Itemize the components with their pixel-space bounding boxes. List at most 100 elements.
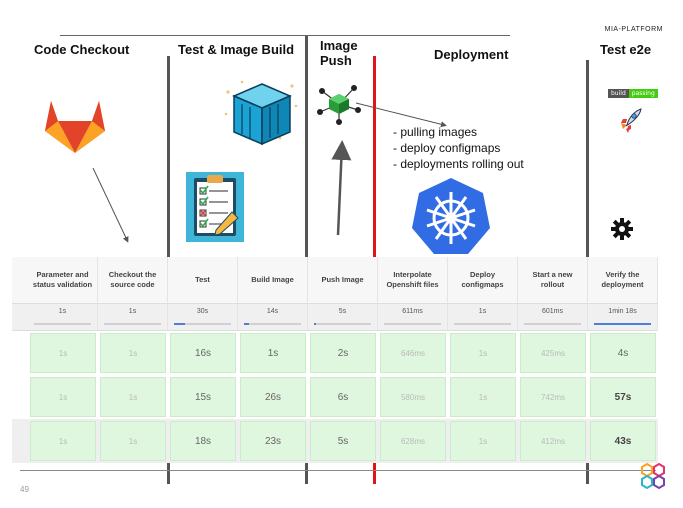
section-title-image-push-line2: Push bbox=[320, 53, 352, 68]
stage-average-time: 14s bbox=[266, 308, 279, 315]
stage-run-cell[interactable]: 742ms bbox=[520, 377, 586, 417]
gear-icon bbox=[610, 217, 634, 246]
stage-header[interactable]: Build Image bbox=[238, 257, 308, 303]
stage-run-cell[interactable]: 1s bbox=[450, 421, 516, 461]
stage-run-cell[interactable]: 6s bbox=[310, 377, 376, 417]
stage-run-cell[interactable]: 1s bbox=[30, 421, 96, 461]
docker-container-icon bbox=[222, 78, 302, 155]
rocket-icon bbox=[619, 107, 643, 138]
stage-average-bar bbox=[104, 323, 161, 325]
stage-average-bar bbox=[244, 323, 301, 325]
stage-run-cell[interactable]: 18s bbox=[170, 421, 236, 461]
section-title-image-push-line1: Image bbox=[320, 38, 358, 53]
stage-header[interactable]: Interpolate Openshift files bbox=[378, 257, 448, 303]
stage-run-cell[interactable]: 16s bbox=[170, 333, 236, 373]
stage-average-cell: 5s bbox=[308, 304, 378, 330]
stage-run-cell[interactable]: 5s bbox=[310, 421, 376, 461]
stage-average-bar bbox=[314, 323, 371, 325]
stage-average-cell: 14s bbox=[238, 304, 308, 330]
build-status-badge: build passing bbox=[608, 89, 658, 98]
stage-average-time: 30s bbox=[196, 308, 209, 315]
stage-run-cell[interactable]: 1s bbox=[100, 421, 166, 461]
stage-run-cell[interactable]: 425ms bbox=[520, 333, 586, 373]
stage-average-bar-fill bbox=[244, 323, 249, 325]
deployment-step: - pulling images bbox=[393, 125, 478, 139]
stage-average-bar-fill bbox=[314, 323, 316, 325]
mia-platform-logo-icon bbox=[640, 462, 666, 495]
section-title-code-checkout: Code Checkout bbox=[34, 42, 130, 57]
stage-average-time: 611ms bbox=[402, 308, 423, 315]
stage-run-cell[interactable]: 15s bbox=[170, 377, 236, 417]
stage-average-cell: 1s bbox=[448, 304, 518, 330]
stage-run-cell[interactable]: 412ms bbox=[520, 421, 586, 461]
stage-average-cell: 1s bbox=[98, 304, 168, 330]
stage-header[interactable]: Push Image bbox=[308, 257, 378, 303]
stage-run-cell[interactable]: 580ms bbox=[380, 377, 446, 417]
stage-run-cell[interactable]: 4s bbox=[590, 333, 656, 373]
stage-run-cell[interactable]: 628ms bbox=[380, 421, 446, 461]
page-number: 49 bbox=[20, 485, 29, 494]
stage-run-cell[interactable]: 1s bbox=[450, 333, 516, 373]
stage-average-cell: 1s bbox=[28, 304, 98, 330]
stage-average-time: 1s bbox=[58, 308, 67, 315]
badge-status: passing bbox=[628, 89, 658, 98]
stage-average-bar bbox=[524, 323, 581, 325]
section-title-test-image-build: Test & Image Build bbox=[178, 42, 295, 57]
stage-run-cell[interactable]: 1s bbox=[100, 377, 166, 417]
stage-header[interactable]: Start a new rollout bbox=[518, 257, 588, 303]
stage-header[interactable]: Parameter and status validation bbox=[28, 257, 98, 303]
stage-average-bar-fill bbox=[594, 323, 651, 325]
stage-run-cell[interactable]: 2s bbox=[310, 333, 376, 373]
stage-average-time: 5s bbox=[338, 308, 347, 315]
deployment-step: - deployments rolling out bbox=[393, 157, 524, 171]
stage-average-time: 1s bbox=[128, 308, 137, 315]
stage-header[interactable]: Checkout the source code bbox=[98, 257, 168, 303]
stage-average-time: 1min 18s bbox=[608, 308, 637, 315]
stage-run-cell[interactable]: 26s bbox=[240, 377, 306, 417]
stage-header[interactable]: Test bbox=[168, 257, 238, 303]
stage-run-cell[interactable]: 43s bbox=[590, 421, 656, 461]
section-title-test-e2e: Test e2e bbox=[600, 42, 652, 57]
stage-run-cell[interactable]: 646ms bbox=[380, 333, 446, 373]
stage-run-cell[interactable]: 23s bbox=[240, 421, 306, 461]
arrow-push-to-deployment bbox=[355, 102, 447, 128]
stage-average-bar bbox=[34, 323, 91, 325]
stage-average-time: 601ms bbox=[541, 308, 563, 315]
stage-run-cell[interactable]: 1s bbox=[30, 333, 96, 373]
stage-header[interactable]: Verify the deployment bbox=[588, 257, 658, 303]
arrow-checkout-to-pipeline bbox=[92, 167, 129, 243]
stage-average-cell: 1min 18s bbox=[588, 304, 658, 330]
checklist-icon bbox=[186, 172, 244, 247]
stage-average-row: 1s 1s 30s 14s 5s 611ms 1s 601ms 1min 18s bbox=[12, 304, 658, 331]
footer-rule bbox=[20, 470, 656, 471]
deployment-step: - deploy configmaps bbox=[393, 141, 501, 155]
stage-run-cell[interactable]: 1s bbox=[100, 333, 166, 373]
stage-run-cell[interactable]: 1s bbox=[240, 333, 306, 373]
deployment-steps-list: - pulling images - deploy configmaps - d… bbox=[393, 124, 524, 172]
section-title-image-push: Image Push bbox=[320, 38, 358, 68]
stage-average-bar bbox=[174, 323, 231, 325]
header-rule bbox=[60, 35, 510, 36]
stage-average-cell: 601ms bbox=[518, 304, 588, 330]
stage-run-cell[interactable]: 1s bbox=[450, 377, 516, 417]
registry-node-icon bbox=[314, 82, 364, 131]
brand-label: MIA-PLATFORM bbox=[604, 26, 663, 33]
stage-average-bar bbox=[594, 323, 651, 325]
badge-label: build bbox=[608, 89, 629, 98]
stage-run-cell[interactable]: 57s bbox=[590, 377, 656, 417]
stage-run-cell[interactable]: 1s bbox=[30, 377, 96, 417]
stage-average-cell: 30s bbox=[168, 304, 238, 330]
stage-header[interactable]: Deploy configmaps bbox=[448, 257, 518, 303]
arrow-build-to-push bbox=[331, 140, 352, 236]
stage-average-time: 1s bbox=[478, 308, 487, 315]
kubernetes-logo-icon bbox=[410, 176, 492, 261]
stage-average-bar-fill bbox=[174, 323, 186, 325]
stage-average-bar bbox=[454, 323, 511, 325]
stage-average-bar bbox=[384, 323, 441, 325]
